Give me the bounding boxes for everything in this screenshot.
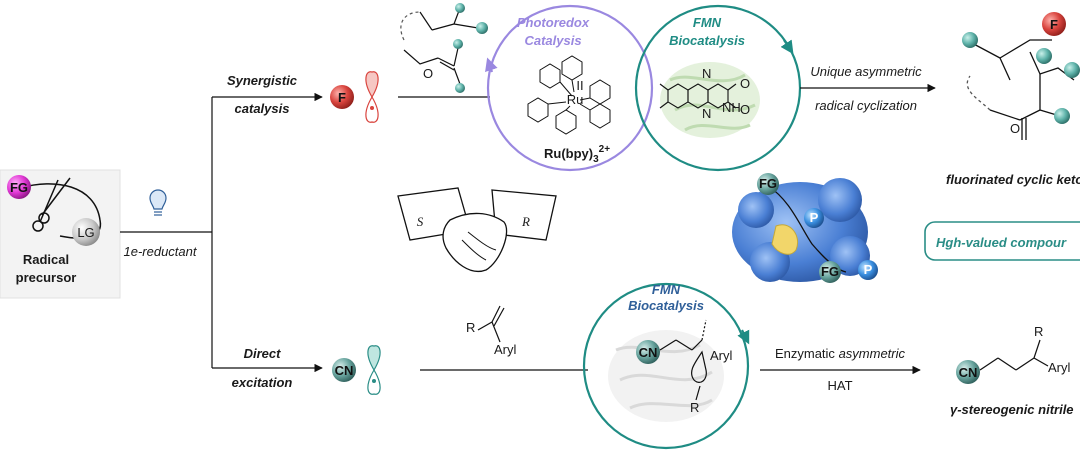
product-fluorine-label: F xyxy=(1050,17,1058,32)
enzyme-p-label: P xyxy=(810,210,819,225)
inner-r-label: R xyxy=(690,400,699,415)
enzyme-fg-badge xyxy=(757,173,779,195)
upper-arrow-label-line2: radical cyclization xyxy=(815,98,917,113)
inner-aryl-label: Aryl xyxy=(710,348,733,363)
product-substituent-3 xyxy=(1064,62,1080,78)
fmn-lower-label-line2: Biocatalysis xyxy=(628,298,704,313)
protein-ribbon-green xyxy=(660,62,760,138)
nitrile-product-structure xyxy=(979,339,1049,371)
photoredox-arrowhead xyxy=(485,57,498,73)
fmn-lower-arrowhead xyxy=(737,329,750,345)
enzyme-fg-label: FG xyxy=(759,176,777,191)
fluorine-radical-ball xyxy=(330,85,354,109)
lg-badge xyxy=(72,218,100,246)
fmn-upper-arrowhead xyxy=(780,39,794,55)
p-orbital-teal-icon xyxy=(367,345,381,395)
value-callout-label: Hgh-valued compour xyxy=(936,235,1067,250)
alkene-aryl-label: Aryl xyxy=(494,342,517,357)
flavin-o1: O xyxy=(740,76,750,91)
enzyme-surface xyxy=(732,178,870,282)
ru-oxidation: II xyxy=(576,78,583,93)
enzyme-fg2-label: FG xyxy=(821,264,839,279)
scissors-icon xyxy=(32,177,71,232)
flavin-nh: NH xyxy=(722,100,741,115)
active-site-flavin xyxy=(771,224,798,255)
alkene-r-label: R xyxy=(466,320,475,335)
handshake-icon xyxy=(397,187,557,273)
product-aryl-label: Aryl xyxy=(1048,360,1071,375)
direct-label-line2: excitation xyxy=(232,375,293,390)
enzyme-p2-label: P xyxy=(864,262,873,277)
product-substituent-2 xyxy=(1036,48,1052,64)
handshake-s-label: S xyxy=(417,214,424,229)
fmn-upper-label-line2: Biocatalysis xyxy=(669,33,745,48)
lightbulb-icon xyxy=(149,189,167,216)
lg-badge-label: LG xyxy=(77,225,94,240)
lower-arrow-label-line2: HAT xyxy=(827,378,852,393)
enzyme-p2-badge xyxy=(858,260,878,280)
aryl-alkene-structure xyxy=(477,305,505,343)
fluorinated-ketone-structure xyxy=(966,39,1075,140)
product-fluorine-ball xyxy=(1042,12,1066,36)
flavin-o2: O xyxy=(740,102,750,117)
upper-arrow-label-line1: Unique asymmetric xyxy=(810,64,922,79)
photoredox-cycle xyxy=(486,4,654,172)
cn-radical-ball xyxy=(332,358,356,382)
precursor-title-line2: precursor xyxy=(16,270,77,285)
reductant-label: 1e-reductant xyxy=(124,244,198,259)
inner-cn-ball xyxy=(636,340,660,364)
fmn-upper-label-line1: FMN xyxy=(693,15,722,30)
synergistic-label-line2: catalysis xyxy=(235,101,290,116)
flavin-n2: N xyxy=(702,106,711,121)
handshake-r-label: R xyxy=(521,214,530,229)
enzyme-p-badge xyxy=(804,208,824,228)
ru-bpy-label: Ru(bpy)32+ xyxy=(544,144,610,165)
ru-bpy-complex-structure xyxy=(527,55,611,135)
cn-radical-label: CN xyxy=(335,363,354,378)
ru-center: Ru xyxy=(567,92,584,107)
product-ketone-o: O xyxy=(1010,121,1020,136)
lower-branch: Direct excitation CN R Aryl FMN Biocatal… xyxy=(232,282,1074,450)
alkene-substrate xyxy=(400,3,488,93)
inner-cn-label: CN xyxy=(639,345,658,360)
p-orbital-icon xyxy=(365,71,379,123)
enzyme-fg2-badge xyxy=(819,261,841,283)
lower-product-caption: γ-stereogenic nitrile xyxy=(950,402,1074,417)
product-substituent-1 xyxy=(962,32,978,48)
product-cn-ball xyxy=(956,360,980,384)
fg-badge xyxy=(7,175,31,199)
flavin-structure xyxy=(659,83,737,109)
photoredox-label-line2: Catalysis xyxy=(524,33,581,48)
inner-intermediate-structure xyxy=(659,319,707,401)
fg-badge-label: FG xyxy=(10,180,28,195)
precursor-title-line1: Radical xyxy=(23,252,69,267)
photoredox-label-line1: Photoredox xyxy=(517,15,590,30)
lower-arrow-label-line1: Enzymatic asymmetric xyxy=(775,346,906,361)
value-callout-box xyxy=(924,221,1080,261)
fmn-cycle-lower xyxy=(582,282,750,450)
product-substituent-4 xyxy=(1054,108,1070,124)
radical-precursor-panel: FG LG Radical precursor xyxy=(0,169,121,299)
synergistic-label-line1: Synergistic xyxy=(227,73,298,88)
product-r-label: R xyxy=(1034,324,1043,339)
fmn-lower-label-line1: FMN xyxy=(652,282,681,297)
upper-branch: Synergistic catalysis F O xyxy=(227,3,1080,187)
flavin-n1: N xyxy=(702,66,711,81)
product-cn-label: CN xyxy=(959,365,978,380)
direct-label-line1: Direct xyxy=(244,346,282,361)
branch-connectors xyxy=(120,92,323,373)
upper-product-caption: fluorinated cyclic keto xyxy=(946,172,1080,187)
alkene-oxygen: O xyxy=(423,66,433,81)
fluorine-radical-label: F xyxy=(338,90,346,105)
